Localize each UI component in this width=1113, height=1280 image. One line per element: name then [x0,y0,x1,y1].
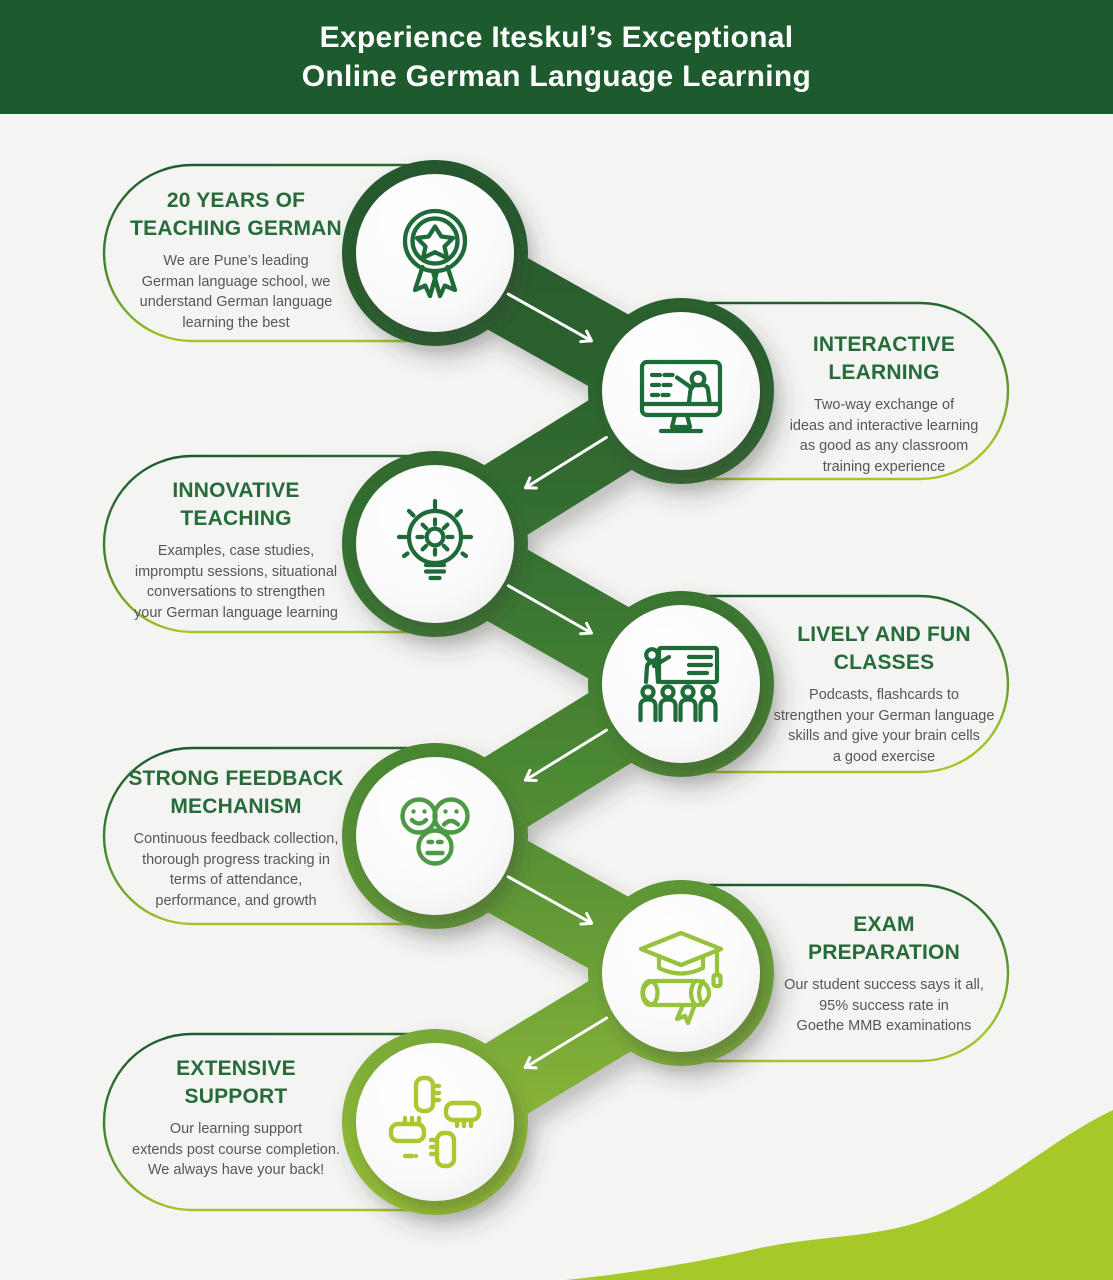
step-title: INNOVATIVE TEACHING [172,479,300,530]
step-circle [356,757,514,915]
step-body: Continuous feedback collection, thorough… [133,831,339,909]
header-banner: Experience Iteskul’s Exceptional Online … [0,0,1113,114]
graduation-scroll-icon [638,930,724,1026]
step-title: 20 YEARS OF TEACHING GERMAN [130,189,342,240]
step-card-extensive-support: EXTENSIVE SUPPORT Our learning support e… [104,1055,368,1181]
feedback-faces-icon [400,797,470,866]
page-title: Experience Iteskul’s Exceptional Online … [301,21,812,93]
step-title: LIVELY AND FUN CLASSES [797,623,971,674]
step-card-interactive-learning: INTERACTIVE LEARNING Two-way exchange of… [757,331,1011,477]
card-outline [102,163,440,343]
step-card-lively-fun-classes: LIVELY AND FUN CLASSES Podcasts, flashca… [757,621,1011,767]
hands-together-icon [388,1075,482,1169]
bottom-wave [566,1110,1113,1280]
award-badge-icon [402,208,468,299]
step-title: STRONG FEEDBACK MECHANISM [128,767,344,818]
step-card-20-years-teaching: 20 YEARS OF TEACHING GERMAN We are Pune’… [104,187,368,333]
flow-arrow [507,584,593,636]
step-body: Our student success says it all, 95% suc… [784,977,984,1034]
step-circle [356,1043,514,1201]
step-card-feedback-mechanism: STRONG FEEDBACK MECHANISM Continuous fee… [104,765,368,911]
card-outline [676,301,1010,481]
step-title: INTERACTIVE LEARNING [812,333,956,384]
step-body: Examples, case studies, impromptu sessio… [134,543,338,621]
step-card-innovative-teaching: INNOVATIVE TEACHING Examples, case studi… [104,477,368,623]
card-outline [102,746,440,926]
card-outline [102,1032,440,1212]
step-body: Two-way exchange of ideas and interactiv… [789,397,979,475]
card-outline [102,454,440,634]
step-body: Podcasts, flashcards to strengthen your … [773,687,995,765]
online-teaching-monitor-icon [639,359,723,434]
step-card-exam-preparation: EXAM PREPARATION Our student success say… [757,911,1011,1037]
step-body: Our learning support extends post course… [132,1121,340,1178]
flow-arrow [523,1016,609,1070]
card-outline [676,594,1010,774]
flow-arrow [506,292,593,344]
flow-arrow [523,728,608,782]
step-title: EXTENSIVE SUPPORT [176,1057,296,1108]
bulb-gear-icon [396,498,474,581]
card-outlines [102,163,1010,1212]
step-circle [602,312,760,470]
flow-arrows [506,292,609,1070]
step-body: We are Pune’s leading German language sc… [139,253,333,331]
card-outline [676,883,1010,1063]
flow-arrow [506,875,594,926]
step-title: EXAM PREPARATION [808,913,960,964]
classroom-presentation-icon [638,645,720,723]
flow-arrow [524,435,608,490]
